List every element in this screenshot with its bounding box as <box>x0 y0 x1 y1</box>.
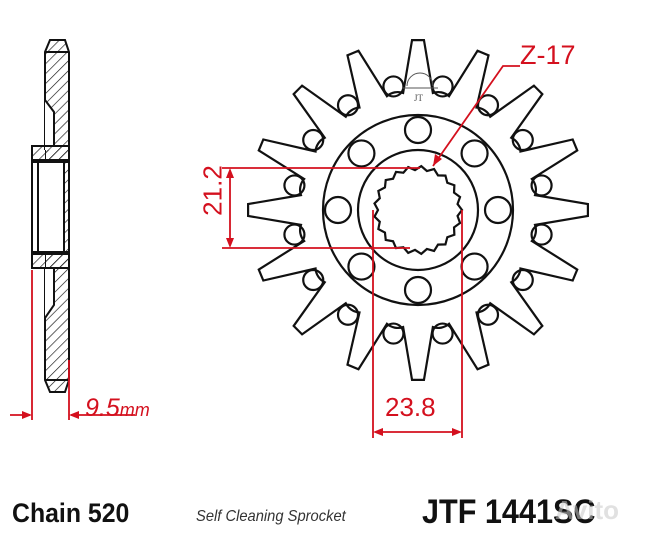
sprocket-type: Self Cleaning Sprocket <box>196 508 346 525</box>
mud-relief-notch <box>382 322 405 345</box>
mud-relief-notch <box>511 128 534 152</box>
hub-outer-circle <box>321 113 515 307</box>
mud-relief-notch <box>283 223 306 246</box>
lightening-hole <box>403 275 433 305</box>
lightening-hole <box>460 139 489 168</box>
mud-relief-notch <box>431 322 454 345</box>
spline-width-label: 23.8 <box>385 392 436 422</box>
mud-relief-notch <box>382 75 405 98</box>
mud-relief-notch <box>431 75 454 98</box>
jt-logo-icon: JT <box>402 72 438 103</box>
lightening-hole <box>483 195 513 225</box>
hub-inner-circle <box>356 148 480 272</box>
lightening-hole <box>323 195 353 225</box>
mud-relief-notch <box>511 268 534 292</box>
sprocket-front-view <box>247 39 589 381</box>
mud-relief-notch <box>336 94 360 117</box>
spline-height-label: 21.2 <box>197 165 228 216</box>
chain-size: Chain 520 <box>12 498 130 528</box>
mud-relief-notch <box>476 303 500 326</box>
lightening-hole <box>347 252 376 281</box>
mud-relief-notch <box>336 303 360 326</box>
side-section-view <box>31 39 70 393</box>
spline-dimensions <box>222 65 520 438</box>
lightening-hole <box>347 139 376 168</box>
mud-relief-notch <box>530 174 553 197</box>
mud-relief-notch <box>283 174 306 197</box>
watermark: Avito <box>555 495 620 525</box>
spline-bore <box>373 164 464 256</box>
offset-label: 9.5mm <box>85 394 150 423</box>
offset-unit: mm <box>119 400 150 420</box>
mud-relief-notch <box>530 223 553 246</box>
offset-value: 9.5 <box>85 394 120 422</box>
svg-text:JT: JT <box>414 93 424 103</box>
lightening-hole <box>460 252 489 281</box>
mud-relief-notch <box>476 94 500 117</box>
tooth-profile <box>247 39 589 381</box>
offset-dimension <box>10 270 135 420</box>
lightening-hole <box>403 115 433 145</box>
mud-relief-notch <box>302 128 325 152</box>
teeth-count-label: Z-17 <box>520 40 576 70</box>
part-number: JTF 1441SC <box>422 493 596 531</box>
mud-relief-notch <box>302 268 325 292</box>
